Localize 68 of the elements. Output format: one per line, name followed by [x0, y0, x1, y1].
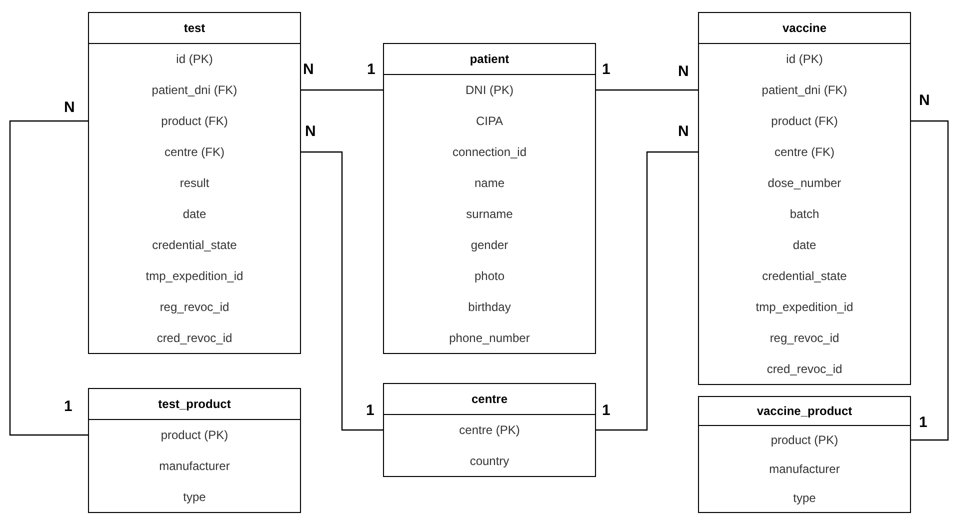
field-name: date — [182, 206, 206, 223]
cardinality-label: N — [919, 92, 930, 110]
entity-table — [88, 12, 301, 354]
entity-table — [383, 43, 596, 354]
field-name: product (FK) — [161, 113, 228, 130]
cardinality-label: N — [678, 123, 689, 141]
cardinality-label: 1 — [602, 402, 610, 420]
connector-line — [301, 151, 383, 431]
field-name: product (PK) — [770, 432, 838, 449]
field-name: credential_state — [762, 268, 847, 285]
entity-table — [698, 396, 911, 513]
cardinality-label: 1 — [602, 61, 610, 79]
cardinality-label: N — [64, 99, 75, 117]
field-name: photo — [474, 268, 505, 285]
field-name: cred_revoc_id — [156, 330, 232, 347]
connector-line — [9, 120, 88, 436]
field-name: reg_revoc_id — [160, 299, 230, 316]
field-name: country — [470, 453, 510, 470]
cardinality-label: 1 — [64, 398, 72, 416]
connector-line — [596, 151, 698, 431]
cardinality-label: 1 — [366, 402, 374, 420]
field-name: date — [792, 237, 816, 254]
connector-line — [596, 89, 698, 91]
field-name: product (FK) — [771, 113, 838, 130]
field-name: patient_dni (FK) — [762, 82, 848, 99]
table-name: centre — [471, 391, 508, 408]
entity-table — [88, 388, 301, 513]
field-name: result — [180, 175, 210, 192]
cardinality-label: N — [303, 61, 314, 79]
connector-line — [911, 120, 949, 441]
field-name: cred_revoc_id — [766, 361, 842, 378]
entity-table — [383, 383, 596, 477]
field-name: phone_number — [449, 330, 530, 347]
field-name: surname — [466, 206, 513, 223]
table-name: test_product — [158, 396, 231, 413]
field-name: batch — [790, 206, 820, 223]
cardinality-label: N — [305, 123, 316, 141]
field-name: dose_number — [768, 175, 842, 192]
field-name: manufacturer — [159, 458, 230, 475]
field-name: id (PK) — [176, 51, 213, 68]
cardinality-label: 1 — [919, 414, 928, 432]
field-name: DNI (PK) — [466, 82, 514, 99]
field-name: centre (FK) — [164, 144, 224, 161]
field-name: centre (PK) — [459, 422, 520, 439]
entity-table — [698, 12, 911, 385]
table-name: vaccine — [782, 20, 827, 37]
connector-line — [301, 89, 383, 91]
field-name: type — [183, 489, 206, 506]
table-name: vaccine_product — [756, 403, 852, 420]
field-name: manufacturer — [769, 461, 840, 478]
field-name: CIPA — [476, 113, 504, 130]
field-name: tmp_expedition_id — [756, 299, 854, 316]
field-name: tmp_expedition_id — [146, 268, 244, 285]
field-name: patient_dni (FK) — [152, 82, 238, 99]
field-name: reg_revoc_id — [770, 330, 840, 347]
field-name: id (PK) — [786, 51, 823, 68]
field-name: connection_id — [452, 144, 527, 161]
cardinality-label: N — [678, 63, 689, 81]
field-name: type — [793, 490, 816, 507]
field-name: credential_state — [152, 237, 237, 254]
field-name: centre (FK) — [774, 144, 834, 161]
cardinality-label: 1 — [367, 61, 376, 79]
field-name: gender — [470, 237, 508, 254]
field-name: name — [474, 175, 505, 192]
table-name: test — [184, 20, 206, 37]
field-name: birthday — [468, 299, 511, 316]
field-name: product (PK) — [160, 427, 228, 444]
table-name: patient — [470, 51, 510, 68]
